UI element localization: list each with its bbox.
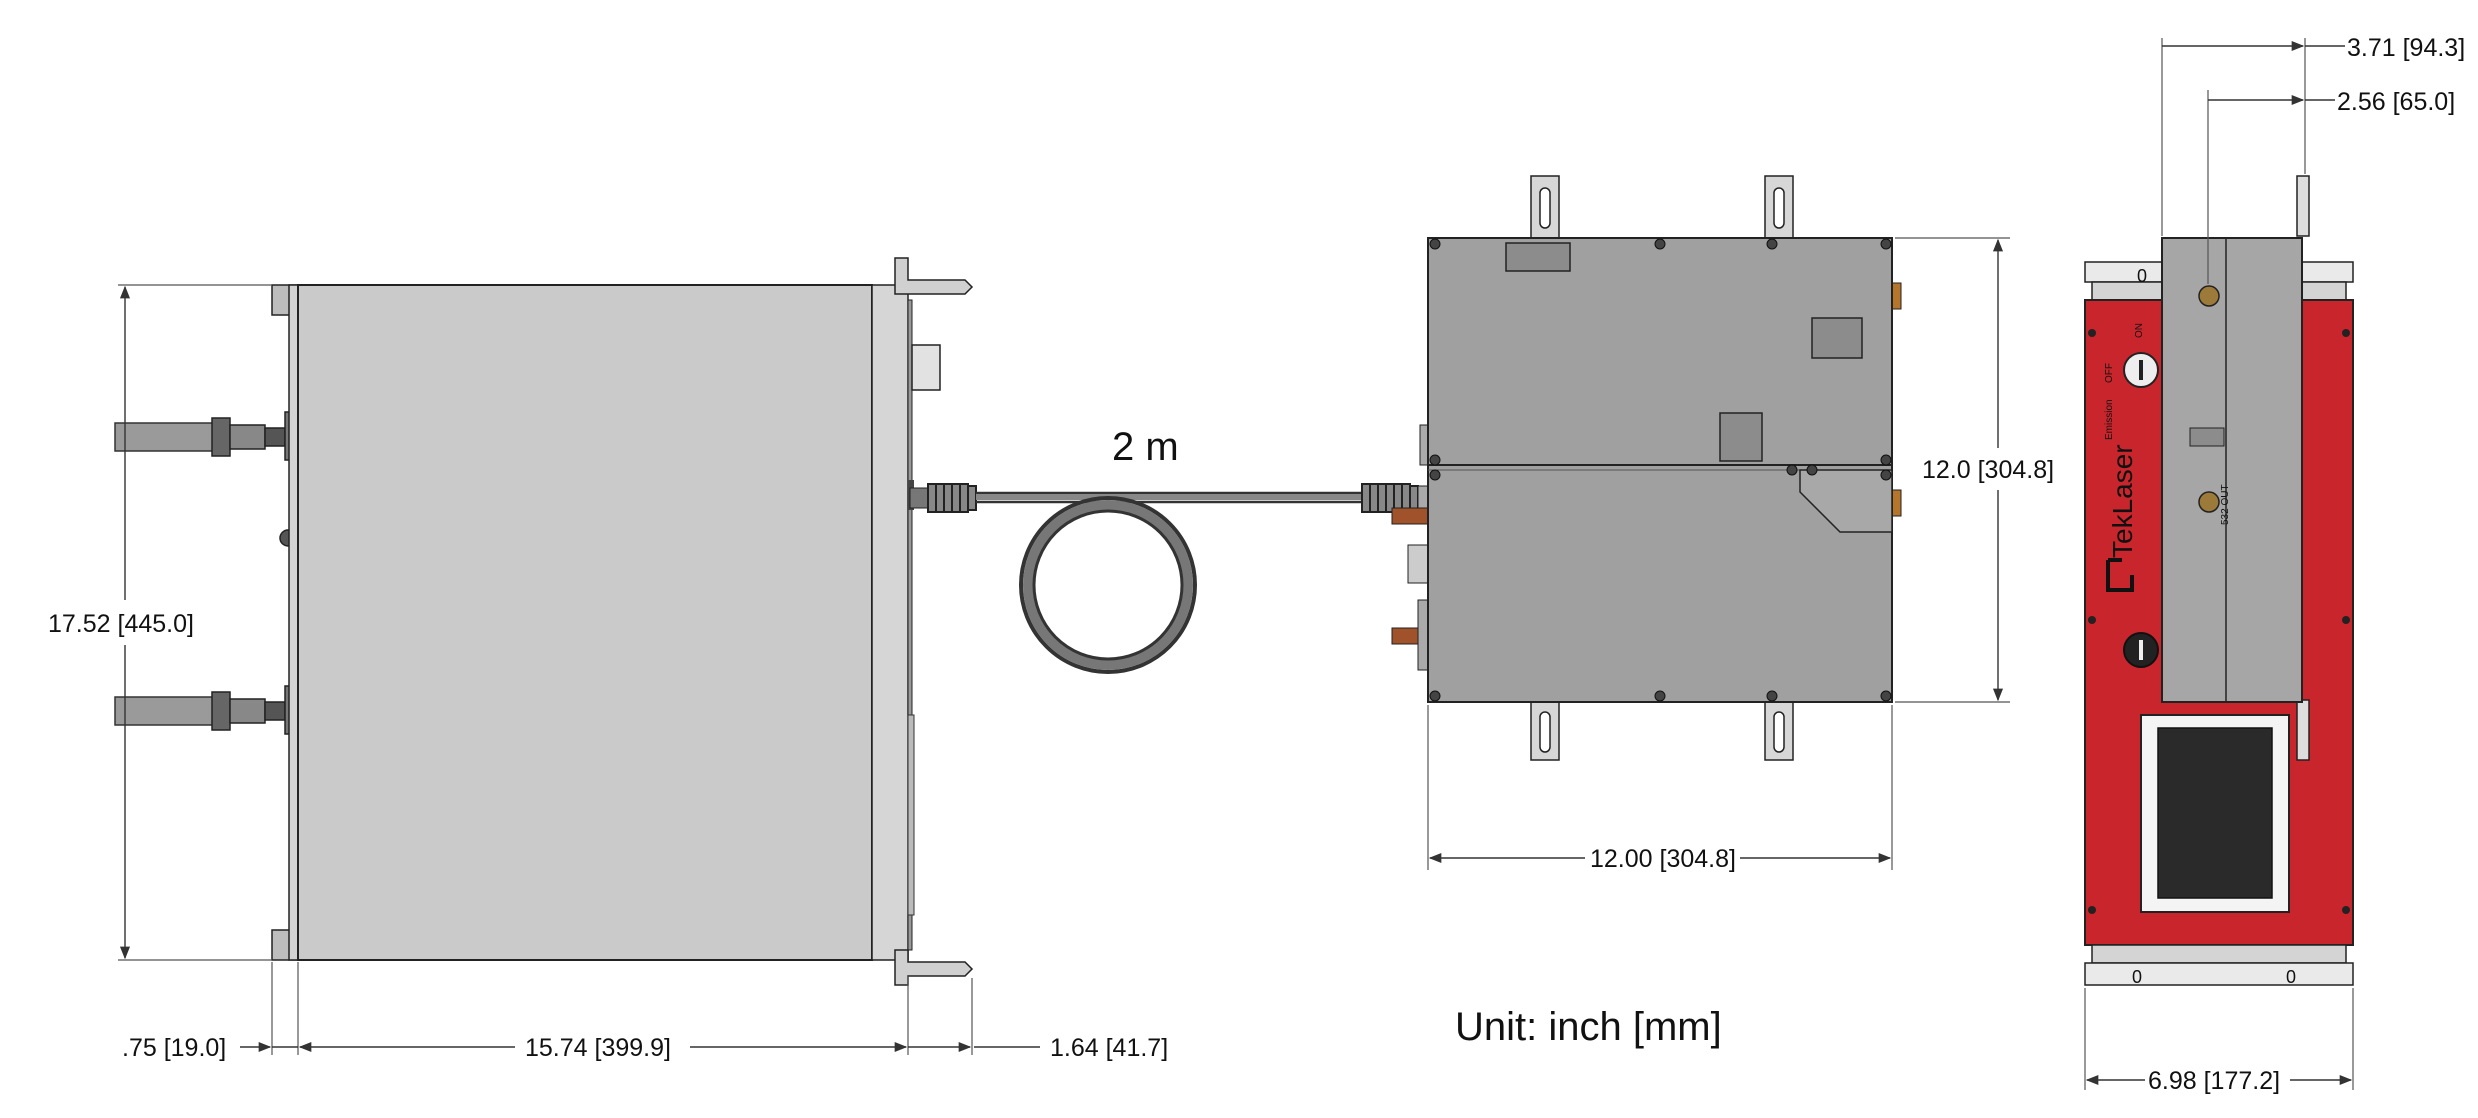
chassis-connector-top: [114, 411, 298, 461]
unit-label: Unit: inch [mm]: [1455, 1005, 1722, 1049]
dim-front-depth-b: 2.56 [65.0]: [2337, 88, 2455, 116]
dim-front-width: 6.98 [177.2]: [2148, 1067, 2280, 1095]
cable-length-label: 2 m: [1112, 425, 1179, 469]
dim-side-height: 17.52 [445.0]: [48, 610, 194, 638]
dim-head-height: 12.0 [304.8]: [1922, 456, 2054, 484]
foot-mark-3: 0: [2286, 967, 2296, 987]
brand-logo-text: TekLaser: [2107, 444, 2138, 558]
dim-front-depth-a: 3.71 [94.3]: [2347, 34, 2465, 62]
dimension-labels: 17.52 [445.0] .75 [19.0] 15.74 [399.9] 1…: [48, 34, 2465, 1095]
foot-mark-2: 0: [2132, 967, 2142, 987]
switch-caption: Emission: [2104, 399, 2115, 440]
dim-front-offset: .75 [19.0]: [122, 1034, 226, 1062]
switch-off-label: OFF: [2104, 363, 2115, 383]
dimension-lines: [118, 38, 2354, 1090]
dim-head-width: 12.00 [304.8]: [1590, 845, 1736, 873]
panel-texts: ON OFF Emission 532 OUT TekLaser 0 0 0 0: [2104, 266, 2296, 987]
front-panel-view: [2084, 175, 2354, 986]
dim-side-depth: 15.74 [399.9]: [525, 1034, 671, 1062]
fiber-cable: [909, 483, 1431, 674]
chassis-side-view: [114, 257, 974, 986]
switch-on-label: ON: [2134, 323, 2145, 338]
output-label: 532 OUT: [2220, 484, 2231, 525]
laser-head-view: [1391, 175, 1902, 761]
chassis-connector-bottom: [114, 685, 298, 735]
foot-mark-1: 0: [2137, 266, 2147, 286]
dim-rear-offset: 1.64 [41.7]: [1050, 1034, 1168, 1062]
